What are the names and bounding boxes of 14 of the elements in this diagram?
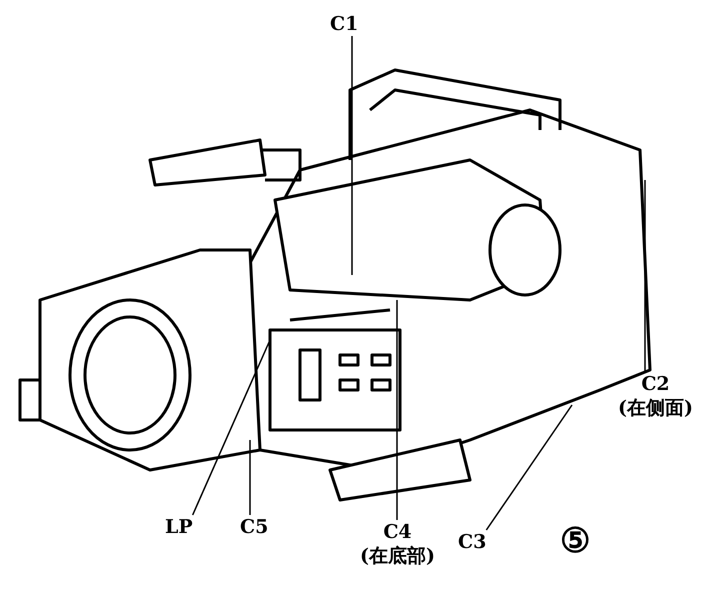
callout-label: C3 [458, 530, 486, 554]
callout-label: (在底部) [360, 544, 435, 568]
callout-label: C1 [330, 12, 358, 36]
callout-label: C4 [382, 520, 413, 544]
callout-label: LP [165, 515, 193, 539]
callout-label: C5 [240, 515, 268, 539]
callout-label: C2 [640, 372, 671, 396]
leader-line [396, 300, 398, 520]
leader-line [249, 440, 251, 515]
leader-line [351, 36, 353, 275]
figure-number: ⑤ [560, 520, 590, 561]
callout-label: (在侧面) [618, 396, 693, 420]
leader-line [192, 340, 271, 516]
leader-line [486, 404, 573, 530]
